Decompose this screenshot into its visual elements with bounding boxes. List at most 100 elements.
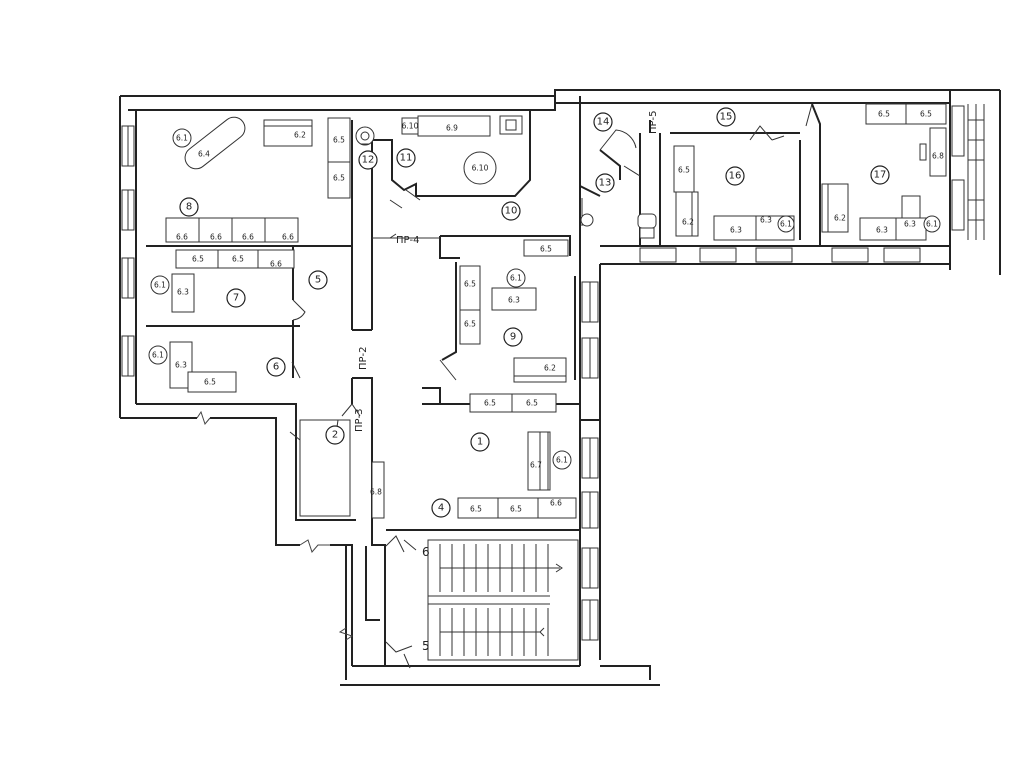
- cabinet-row-r8-label-4: 6.6: [282, 233, 294, 242]
- cabinet-r7-label-1: 6.5: [192, 255, 204, 264]
- room-number-13: 13: [599, 178, 612, 189]
- passage-label-pr5: ПР-5: [648, 110, 659, 134]
- room-number-15: 15: [720, 112, 733, 123]
- chair-r1-label: 6.1: [556, 456, 568, 465]
- cabinet-r9-left-2-label: 6.5: [464, 320, 476, 329]
- chair-r8-label: 6.1: [176, 134, 188, 143]
- cabinet-r16-label: 6.5: [678, 166, 690, 175]
- chair-r9: 6.1: [506, 268, 526, 288]
- room-marker-5: 5: [308, 270, 328, 290]
- room-number-17: 17: [874, 170, 887, 181]
- cabinet-r8-bottom-label: 6.5: [333, 174, 345, 183]
- room-numbers: 1 2 4 5 6 7 8 9: [179, 107, 890, 518]
- room-marker-13: 13: [595, 173, 615, 193]
- desk-r6-label: 6.3: [175, 361, 187, 370]
- desk-r1-label: 6.7: [530, 461, 542, 470]
- cabinet-r8-top: 6.5: [327, 117, 351, 163]
- cabinet-r1-bottom-label-2: 6.5: [510, 505, 522, 514]
- room-marker-11: 11: [396, 148, 416, 168]
- desk-r17-label-1: 6.3: [876, 226, 888, 235]
- washbasin-icon: [580, 213, 594, 227]
- cabinet-r1-bottom: 6.5 6.5 6.6: [457, 497, 577, 519]
- cabinet-row-r7: 6.5 6.5 6.6: [175, 249, 295, 269]
- chair-r6-label: 6.1: [152, 351, 164, 360]
- mirror-r17: [919, 143, 927, 161]
- room-marker-10: 10: [501, 201, 521, 221]
- sofa-r17: 6.2: [821, 183, 849, 233]
- doors: [289, 103, 813, 669]
- cabinet-r17-top-label-1: 6.5: [878, 110, 890, 119]
- sofa-r16-label: 6.2: [682, 218, 694, 227]
- chair-r7: 6.1: [150, 275, 170, 295]
- toilet-icon: [637, 213, 657, 239]
- round-table-r10-label: 6.10: [472, 164, 489, 173]
- room-marker-14: 14: [593, 112, 613, 132]
- cabinet-r7-label-3: 6.6: [270, 260, 282, 269]
- cabinet-r9-left-2: 6.5: [459, 309, 481, 345]
- chair-r17: 6.1: [923, 215, 941, 233]
- cabinet-row-r8-label-3: 6.6: [242, 233, 254, 242]
- cabinet-r17-top: 6.5 6.5: [865, 103, 947, 125]
- cabinet-r1-bottom-label-3: 6.6: [550, 499, 562, 508]
- sofa-r9: 6.2: [513, 357, 567, 383]
- sofa-r17-label: 6.2: [834, 214, 846, 223]
- room-number-1: 1: [477, 437, 483, 448]
- cabinet-r17-side-label: 6.8: [932, 152, 944, 161]
- room-marker-4: 4: [431, 498, 451, 518]
- room-number-6: 6: [273, 362, 279, 373]
- cabinet-r16: 6.5: [673, 145, 695, 193]
- desk-r7-label: 6.3: [177, 288, 189, 297]
- shelf-r2: [299, 419, 351, 517]
- cabinet-r2-label: 6.8: [370, 488, 382, 497]
- stair-label-lower: 5: [422, 639, 430, 653]
- room-number-8: 8: [186, 202, 192, 213]
- sink-r10: [499, 115, 523, 135]
- room-marker-2: 2: [325, 425, 345, 445]
- cabinet-r10-top-label: 6.9: [446, 124, 458, 133]
- room-number-5: 5: [315, 275, 321, 286]
- cabinet-r6: 6.5: [187, 371, 237, 393]
- sofa-r8: 6.2: [263, 119, 313, 147]
- passage-labels: ПР-2 ПР-3 ПР-4 ПР-5: [354, 110, 659, 432]
- shelf-r10-small-label: 6.10: [402, 122, 419, 131]
- room-marker-6: 6: [266, 357, 286, 377]
- passage-label-pr3: ПР-3: [354, 408, 365, 432]
- cabinet-r6-label: 6.5: [204, 378, 216, 387]
- cabinet-r9-left-1: 6.5: [459, 265, 481, 311]
- room-number-11: 11: [400, 153, 413, 164]
- chair-r17-label: 6.1: [926, 220, 938, 229]
- cabinet-r2: 6.8: [370, 461, 385, 519]
- desk-r16-label-1: 6.3: [730, 226, 742, 235]
- room-number-10: 10: [505, 206, 518, 217]
- cabinet-r9-top-label: 6.5: [540, 245, 552, 254]
- room-number-16: 16: [729, 171, 742, 182]
- chair-r8: 6.1: [172, 128, 192, 148]
- desk-r17-label-2: 6.3: [904, 220, 916, 229]
- room-marker-8: 8: [179, 197, 199, 217]
- room-number-9: 9: [510, 332, 516, 343]
- desk-r7: 6.3: [171, 273, 195, 313]
- cabinet-r1-top: 6.5 6.5: [469, 393, 557, 413]
- cabinet-r7-label-2: 6.5: [232, 255, 244, 264]
- sofa-r8-label: 6.2: [294, 131, 306, 140]
- cabinet-r9-left-1-label: 6.5: [464, 280, 476, 289]
- room-number-4: 4: [438, 503, 444, 514]
- round-table-r10: 6.10: [463, 151, 497, 185]
- cabinet-r8-bottom: 6.5: [327, 161, 351, 199]
- valve-icon: [355, 126, 375, 146]
- cabinet-r17-top-label-2: 6.5: [920, 110, 932, 119]
- room-number-12: 12: [362, 155, 375, 166]
- chair-r16: 6.1: [777, 215, 795, 233]
- desk-r1: 6.7: [527, 431, 551, 491]
- desk-r6: 6.3: [169, 341, 193, 389]
- chair-r7-label: 6.1: [154, 281, 166, 290]
- desk-r17: 6.3 6.3: [859, 217, 927, 241]
- windows: [121, 104, 985, 641]
- room-marker-1: 1: [470, 432, 490, 452]
- cabinet-row-r8: 6.6 6.6 6.6 6.6: [165, 217, 299, 243]
- cabinet-r17-side: 6.8: [929, 127, 947, 177]
- cabinet-r1-bottom-label-1: 6.5: [470, 505, 482, 514]
- cabinet-r8-top-label: 6.5: [333, 136, 345, 145]
- oval-table-r8-label: 6.4: [198, 150, 210, 159]
- room-marker-15: 15: [716, 107, 736, 127]
